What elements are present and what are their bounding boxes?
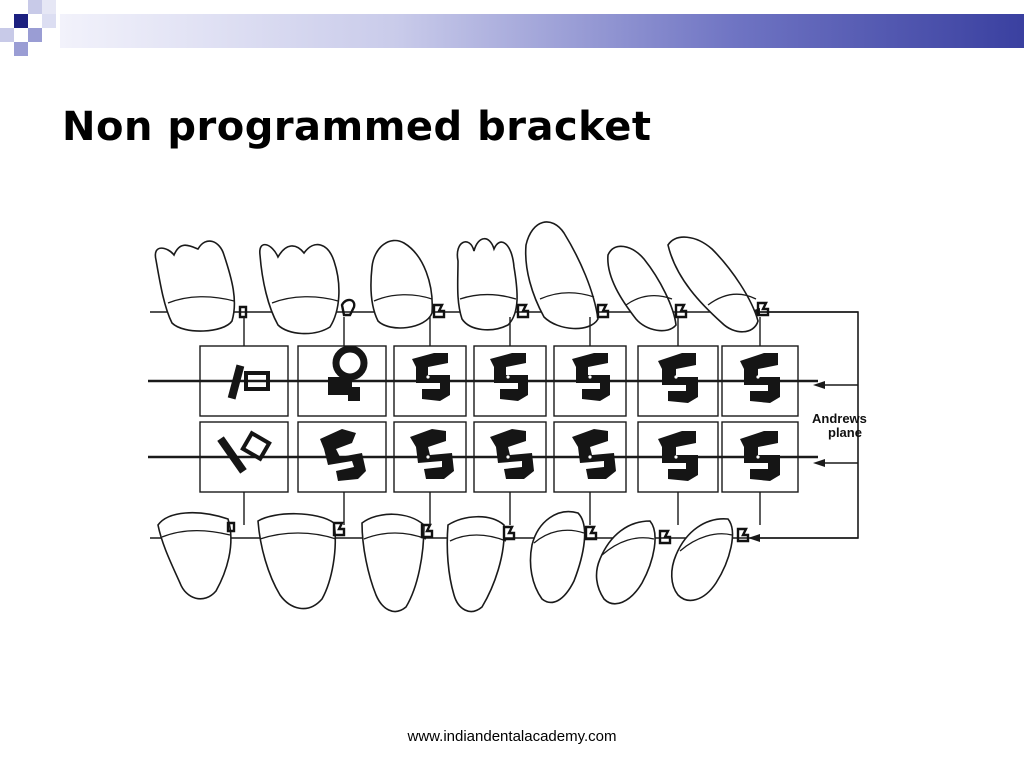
upper-molar-2 bbox=[154, 240, 236, 332]
upper-glyph-1a bbox=[227, 364, 245, 400]
header-gradient-bar bbox=[0, 0, 1024, 56]
decor-square-light bbox=[28, 0, 42, 14]
lower-molar-2-cej bbox=[161, 530, 231, 538]
lower-bracket-1 bbox=[226, 521, 236, 533]
decor-square-pale2 bbox=[42, 0, 56, 14]
decor-square-light2 bbox=[0, 28, 14, 42]
lower-bracket-2 bbox=[332, 521, 346, 537]
lower-premolar-1-cej bbox=[449, 534, 507, 542]
lower-central-incisor bbox=[670, 518, 734, 602]
lower-lateral-cej bbox=[601, 537, 655, 556]
upper-molar-1 bbox=[259, 243, 340, 335]
footer-url: www.indiandentalacademy.com bbox=[407, 728, 617, 745]
lower-glyph-2 bbox=[320, 429, 366, 481]
lower-glyph-3 bbox=[410, 429, 454, 479]
upper-central-incisor bbox=[667, 236, 759, 333]
upper-bracket-4 bbox=[516, 303, 530, 319]
andrews-label-line2: plane bbox=[828, 425, 862, 440]
gradient-band bbox=[60, 14, 1024, 48]
lower-molar-1 bbox=[257, 512, 337, 610]
lower-glyph-1b bbox=[240, 430, 272, 462]
upper-lateral-cej bbox=[625, 294, 673, 306]
lower-glyph-4 bbox=[490, 429, 534, 479]
decor-square-mid bbox=[28, 28, 42, 42]
upper-premolar-2 bbox=[370, 239, 434, 329]
upper-glyph-3 bbox=[412, 353, 450, 401]
lower-canine bbox=[529, 510, 586, 604]
lower-bracket-6 bbox=[658, 529, 672, 545]
upper-bracket-7 bbox=[756, 301, 770, 317]
upper-canine-cej bbox=[539, 292, 595, 300]
decor-square-pale bbox=[42, 14, 56, 28]
lower-glyph-5 bbox=[572, 429, 616, 479]
upper-glyph-7 bbox=[740, 353, 780, 403]
upper-bracket-6 bbox=[674, 303, 688, 319]
decor-square-mid2 bbox=[14, 42, 28, 56]
upper-glyph-6 bbox=[658, 353, 698, 403]
decor-square-navy bbox=[14, 14, 28, 28]
andrews-label-line1: Andrews bbox=[812, 411, 867, 426]
lower-premolar-2-cej bbox=[363, 532, 427, 540]
upper-bracket-1 bbox=[238, 305, 248, 319]
upper-canine bbox=[524, 221, 599, 330]
lower-premolar-2 bbox=[361, 513, 425, 613]
lower-canine-cej bbox=[533, 529, 585, 544]
arrowhead-bottom bbox=[748, 534, 760, 542]
lower-glyph-1a bbox=[217, 436, 247, 474]
upper-premolar-2-cej bbox=[373, 294, 433, 302]
bracket-diagram: Andrews plane bbox=[128, 195, 896, 640]
upper-glyph-1b bbox=[244, 371, 270, 391]
lower-molar-2 bbox=[157, 511, 232, 600]
lower-panel-2 bbox=[297, 421, 387, 493]
lower-bracket-5 bbox=[584, 525, 598, 541]
upper-glyph-2a bbox=[332, 345, 368, 381]
lower-bracket-7 bbox=[736, 527, 750, 543]
upper-panel-2 bbox=[297, 345, 387, 417]
arrowhead-mid-upper bbox=[813, 381, 825, 389]
lower-bracket-4 bbox=[502, 525, 516, 541]
upper-bracket-2 bbox=[340, 298, 356, 317]
lower-central-cej bbox=[679, 533, 733, 552]
upper-premolar-1-cej bbox=[459, 293, 517, 300]
right-connector bbox=[758, 311, 859, 539]
bracket-diagram-svg: Andrews plane bbox=[148, 221, 867, 613]
upper-bracket-3 bbox=[432, 303, 446, 319]
upper-molar-1-cej bbox=[271, 296, 339, 304]
upper-premolar-1 bbox=[456, 237, 518, 331]
lower-premolar-1 bbox=[446, 515, 505, 613]
arrowhead-mid-lower bbox=[813, 459, 825, 467]
lower-glyph-7 bbox=[740, 431, 780, 481]
upper-glyph-2b bbox=[328, 377, 360, 401]
upper-central-cej bbox=[707, 293, 757, 306]
slide-title: Non programmed bracket bbox=[62, 104, 652, 150]
upper-bracket-5 bbox=[596, 303, 610, 319]
upper-molar-2-cej bbox=[167, 296, 235, 304]
lower-glyph-6 bbox=[658, 431, 698, 481]
upper-lateral-incisor bbox=[607, 245, 677, 332]
lower-molar-1-cej bbox=[259, 532, 337, 540]
lower-lateral-incisor bbox=[595, 520, 656, 605]
